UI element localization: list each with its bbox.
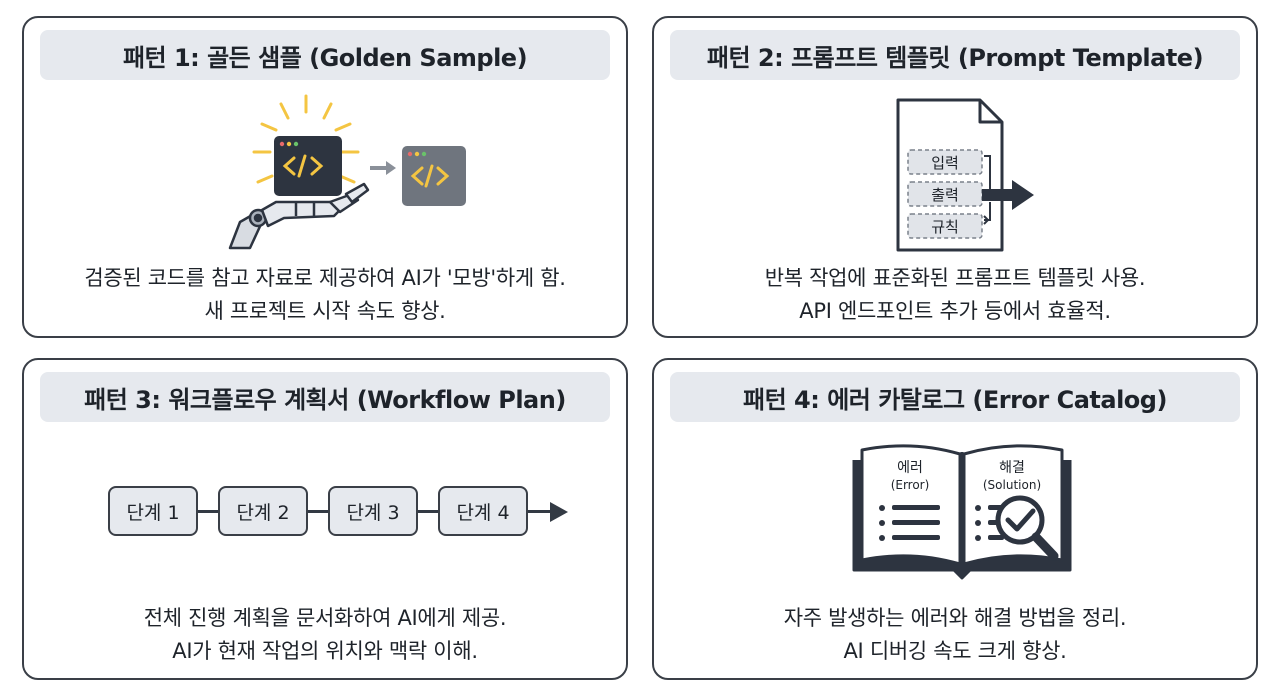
step-connector [196,510,220,513]
book-right-subtitle: (Solution) [983,478,1041,492]
desc-line-1: 전체 진행 계획을 문서화하여 AI에게 제공. [143,606,507,630]
card-title: 패턴 2: 프롬프트 템플릿 (Prompt Template) [670,30,1240,80]
step-connector [526,510,554,513]
desc-line-2: API 엔드포인트 추가 등에서 효율적. [799,299,1111,323]
book-left-subtitle: (Error) [891,478,930,492]
workflow-step-4: 단계 4 [438,486,528,536]
code-window-icon [274,136,342,196]
desc-line-1: 자주 발생하는 에러와 해결 방법을 정리. [783,606,1127,630]
sparkle-rays-icon [252,94,360,184]
workflow-steps: 단계 1 단계 2 단계 3 단계 4 [108,484,578,540]
book-right-title: 해결 [999,460,1025,476]
document-template-icon: 입력 출력 규칙 [896,98,1004,252]
arrow-right-icon [982,180,1034,210]
robot-hand-icon [228,182,370,250]
workflow-step-1: 단계 1 [108,486,198,536]
step-connector [306,510,330,513]
pattern-card-golden-sample: 패턴 1: 골든 샘플 (Golden Sample) [22,16,628,338]
desc-line-2: AI 디버깅 속도 크게 향상. [843,639,1067,663]
card-description: 자주 발생하는 에러와 해결 방법을 정리. AI 디버깅 속도 크게 향상. [664,602,1246,668]
card-description: 검증된 코드를 참고 자료로 제공하여 AI가 '모방'하게 함. 새 프로젝트… [34,262,616,328]
card-description: 반복 작업에 표준화된 프롬프트 템플릿 사용. API 엔드포인트 추가 등에… [664,262,1246,328]
pattern-card-prompt-template: 패턴 2: 프롬프트 템플릿 (Prompt Template) 입력 출력 규… [652,16,1258,338]
card-description: 전체 진행 계획을 문서화하여 AI에게 제공. AI가 현재 작업의 위치와 … [34,602,616,668]
book-left-title: 에러 [897,460,923,476]
golden-sample-illustration [228,94,466,250]
pattern-card-error-catalog: 패턴 4: 에러 카탈로그 (Error Catalog) 에러 (Error)… [652,358,1258,680]
workflow-step-3: 단계 3 [328,486,418,536]
prompt-template-illustration: 입력 출력 규칙 [896,98,1034,252]
card-title: 패턴 4: 에러 카탈로그 (Error Catalog) [670,372,1240,422]
workflow-step-2: 단계 2 [218,486,308,536]
card-title: 패턴 3: 워크플로우 계획서 (Workflow Plan) [40,372,610,422]
card-title: 패턴 1: 골든 샘플 (Golden Sample) [40,30,610,80]
desc-line-2: 새 프로젝트 시작 속도 향상. [204,299,446,323]
field-rules-label: 규칙 [931,218,959,236]
desc-line-2: AI가 현재 작업의 위치와 맥락 이해. [172,639,478,663]
magnifier-check-icon [995,495,1059,561]
desc-line-1: 반복 작업에 표준화된 프롬프트 템플릿 사용. [764,266,1146,290]
field-input-label: 입력 [931,154,959,172]
pattern-card-workflow-plan: 패턴 3: 워크플로우 계획서 (Workflow Plan) 단계 1 단계 … [22,358,628,680]
step-connector [416,510,440,513]
arrow-right-icon [370,161,396,175]
code-window-copy-icon [402,146,466,206]
error-catalog-illustration: 에러 (Error) 해결 (Solution) [852,444,1072,580]
arrow-right-icon [550,502,568,522]
field-output-label: 출력 [931,186,959,204]
desc-line-1: 검증된 코드를 참고 자료로 제공하여 AI가 '모방'하게 함. [84,266,566,290]
